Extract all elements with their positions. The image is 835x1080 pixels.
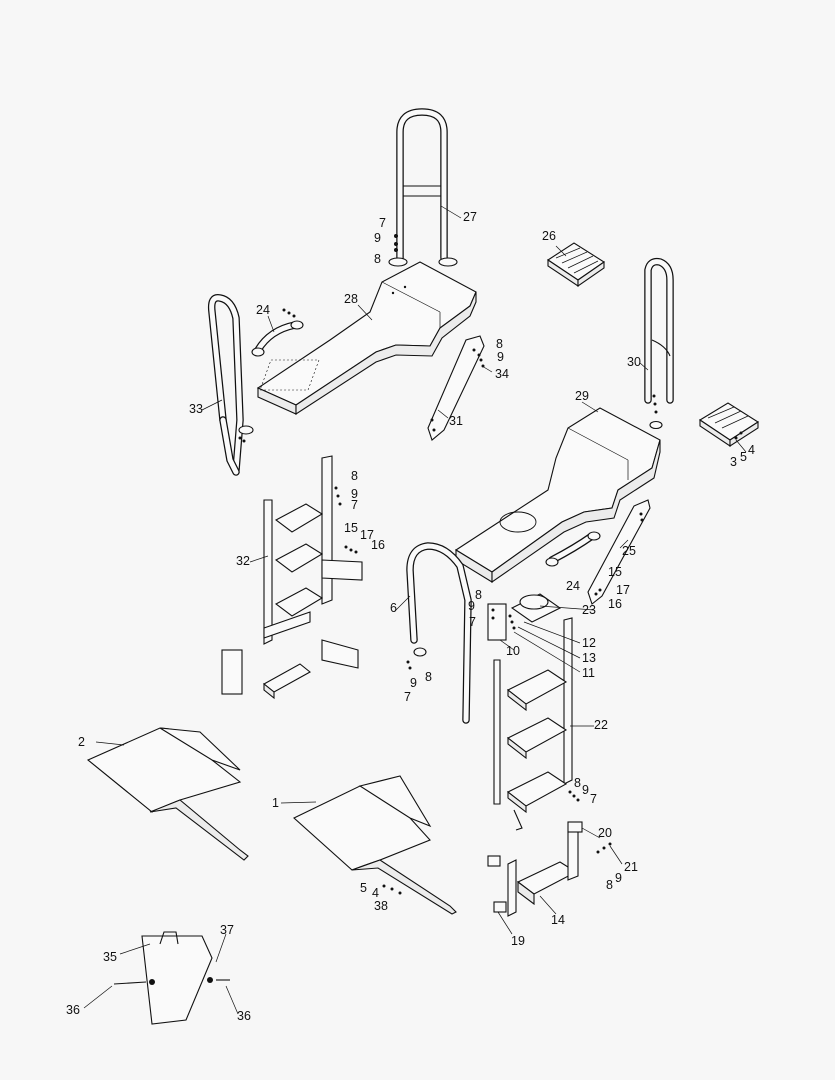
part-1-fender — [293, 775, 457, 915]
part-20-plate — [567, 821, 583, 833]
platform-28-tread-holes — [259, 359, 320, 391]
part-23-cover-plate — [508, 593, 562, 630]
callout-11: 11 — [582, 666, 595, 680]
callout-7: 7 — [404, 690, 411, 704]
callout-35: 35 — [103, 950, 117, 964]
callout-21: 21 — [624, 860, 638, 874]
callout-23: 23 — [582, 603, 596, 617]
callout-32: 32 — [236, 554, 250, 568]
callout-9: 9 — [410, 676, 417, 690]
callout-4: 4 — [748, 443, 755, 457]
part-30-handrail — [644, 257, 674, 430]
callout-8: 8 — [475, 588, 482, 602]
callout-14: 14 — [551, 913, 565, 927]
callout-10: 10 — [506, 644, 520, 658]
callout-9: 9 — [468, 599, 475, 613]
callout-17: 17 — [616, 583, 630, 597]
callout-28: 28 — [344, 292, 358, 306]
callout-34: 34 — [495, 367, 509, 381]
callout-19: 19 — [511, 934, 525, 948]
callout-22: 22 — [594, 718, 608, 732]
leader-lines — [83, 205, 747, 1015]
callout-8: 8 — [574, 776, 581, 790]
part-6-handrail — [406, 542, 472, 724]
part-29-platform — [454, 407, 661, 584]
callout-16: 16 — [608, 597, 622, 611]
callout-8: 8 — [374, 252, 381, 266]
callout-9: 9 — [582, 783, 589, 797]
part-10-bracket — [487, 603, 507, 641]
part-14-step-bracket — [507, 827, 612, 917]
callout-8: 8 — [496, 337, 503, 351]
callout-5: 5 — [360, 881, 367, 895]
callout-36: 36 — [237, 1009, 251, 1023]
callout-30: 30 — [627, 355, 641, 369]
callout-1: 1 — [272, 796, 279, 810]
part-31-bracket — [427, 335, 485, 441]
callout-16: 16 — [371, 538, 385, 552]
part-33-handrail — [207, 294, 254, 476]
callout-7: 7 — [379, 216, 386, 230]
callout-20: 20 — [598, 826, 612, 840]
callout-24: 24 — [566, 579, 580, 593]
part-32-ladder — [263, 455, 363, 669]
callout-12: 12 — [582, 636, 596, 650]
right-step-tread — [698, 402, 760, 448]
callout-9: 9 — [374, 231, 381, 245]
callout-15: 15 — [344, 521, 358, 535]
callout-7: 7 — [469, 615, 476, 629]
part-35-container — [113, 931, 230, 1025]
callout-8: 8 — [425, 670, 432, 684]
callout-6: 6 — [390, 601, 397, 615]
callout-2: 2 — [78, 735, 85, 749]
callout-37: 37 — [220, 923, 234, 937]
callout-8: 8 — [606, 878, 613, 892]
callout-26: 26 — [542, 229, 556, 243]
callout-4: 4 — [372, 886, 379, 900]
part-24-grab-handle-upper — [251, 308, 304, 357]
callout-27: 27 — [463, 210, 477, 224]
callout-8: 8 — [351, 469, 358, 483]
callout-9: 9 — [497, 350, 504, 364]
callout-36: 36 — [66, 1003, 80, 1017]
callout-38: 38 — [374, 899, 388, 913]
left-ladder-plates — [221, 649, 311, 700]
callout-17: 17 — [360, 528, 374, 542]
part-2-fender — [86, 727, 249, 861]
callout-15: 15 — [608, 565, 622, 579]
part-28-platform — [256, 261, 477, 416]
callout-7: 7 — [351, 498, 358, 512]
callout-33: 33 — [189, 402, 203, 416]
callout-24: 24 — [256, 303, 270, 317]
callout-9: 9 — [351, 487, 358, 501]
part-19-plate — [487, 855, 507, 913]
part-27-handrail — [388, 108, 458, 267]
callout-31: 31 — [449, 414, 463, 428]
callout-labels: 1 2 3 4 4 5 5 6 7 7 7 7 7 8 8 8 8 8 8 8 … — [66, 210, 755, 1023]
callout-5: 5 — [740, 450, 747, 464]
callout-25: 25 — [622, 544, 636, 558]
callout-9: 9 — [615, 871, 622, 885]
callout-7: 7 — [590, 792, 597, 806]
callout-29: 29 — [575, 389, 589, 403]
part-25-strut — [587, 499, 651, 605]
callout-13: 13 — [582, 651, 596, 665]
callout-3: 3 — [730, 455, 737, 469]
part-24-grab-handle-lower — [545, 531, 601, 567]
part-22-ladder — [493, 617, 580, 831]
